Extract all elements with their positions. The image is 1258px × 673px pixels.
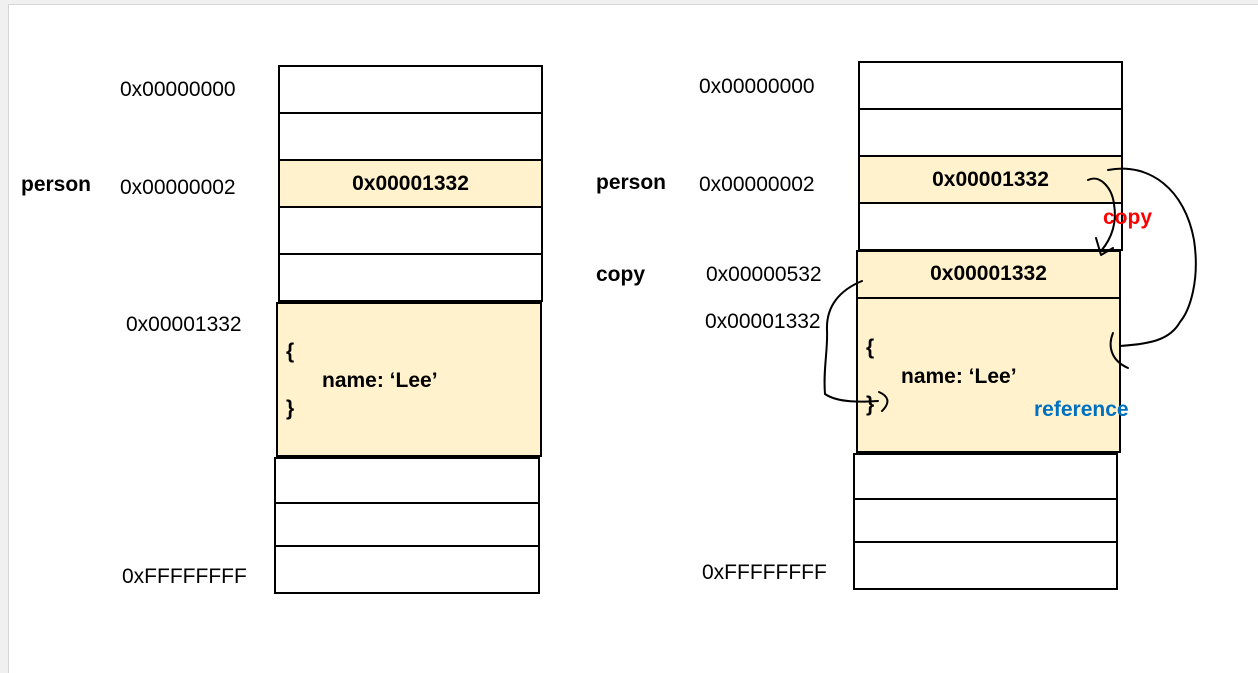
- memory-cell: [274, 457, 540, 505]
- address-label-person: 0x00000002: [699, 173, 815, 196]
- object-cell: [276, 302, 542, 457]
- object-open-brace: {: [286, 340, 295, 363]
- memory-cell: [858, 61, 1123, 110]
- memory-cell-person: [858, 155, 1123, 204]
- address-label-bottom: 0xFFFFFFFF: [702, 561, 827, 584]
- address-label-bottom: 0xFFFFFFFF: [122, 565, 247, 588]
- memory-cell: [853, 498, 1118, 544]
- address-label-person: 0x00000002: [120, 176, 236, 199]
- object-property: name: ‘Lee’: [901, 365, 1017, 388]
- variable-label-copy: copy: [596, 263, 646, 286]
- memory-cell: [278, 112, 543, 161]
- reference-annotation: reference: [1034, 398, 1129, 421]
- address-label-top: 0x00000000: [699, 75, 815, 98]
- copy-annotation: copy: [1103, 206, 1153, 229]
- address-label-object: 0x00001332: [126, 313, 242, 336]
- variable-label-person: person: [596, 171, 667, 194]
- object-close-brace: }: [866, 393, 875, 416]
- memory-cell: [278, 253, 543, 302]
- person-value: 0x00001332: [352, 172, 469, 195]
- address-label-object: 0x00001332: [705, 310, 821, 333]
- memory-cell: [858, 108, 1123, 157]
- memory-cell-copy: [856, 250, 1121, 299]
- variable-label-person: person: [21, 173, 92, 196]
- address-label-copy: 0x00000532: [706, 263, 822, 286]
- memory-cell: [274, 502, 540, 548]
- memory-cell: [853, 453, 1118, 501]
- object-open-brace: {: [866, 336, 875, 359]
- object-property: name: ‘Lee’: [322, 369, 438, 392]
- memory-cell: [278, 65, 543, 114]
- memory-cell: [853, 541, 1118, 590]
- address-label-top: 0x00000000: [120, 78, 236, 101]
- object-close-brace: }: [286, 397, 295, 420]
- copy-value: 0x00001332: [930, 262, 1047, 285]
- memory-cell: [278, 206, 543, 255]
- memory-cell: [274, 545, 540, 594]
- person-value: 0x00001332: [932, 168, 1049, 191]
- memory-cell: [858, 202, 1123, 251]
- object-cell: [856, 297, 1121, 453]
